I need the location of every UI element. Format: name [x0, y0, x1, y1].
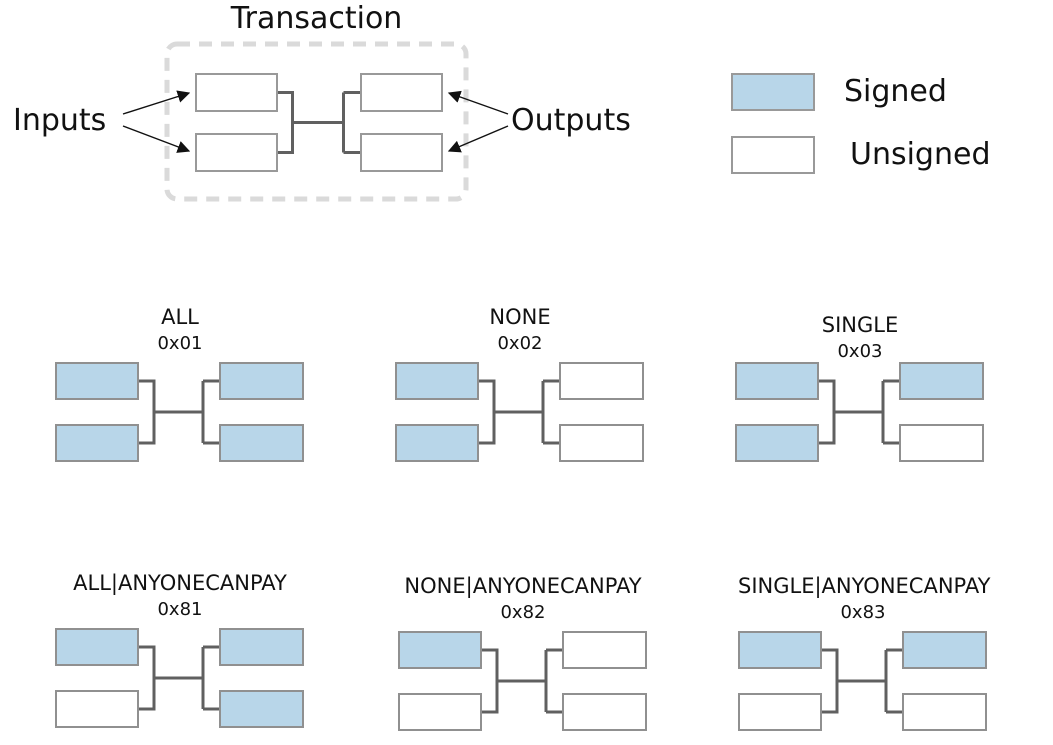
- diagram-title: NONE: [489, 305, 551, 329]
- output-box-bottom: [899, 424, 984, 462]
- diagram-title: ALL|ANYONECANPAY: [73, 571, 287, 595]
- output-box-top: [559, 362, 644, 400]
- diagram-hex-code: 0x82: [500, 602, 546, 623]
- sighash-diagram-all: ALL 0x01: [55, 305, 305, 465]
- input-box-top: [55, 362, 139, 400]
- output-box-bottom: [562, 693, 647, 731]
- sighash-diagram-single: SINGLE 0x03: [735, 305, 985, 465]
- diagram-boxes: [735, 362, 984, 462]
- sighash-diagram-all-anyonecanpay: ALL|ANYONECANPAY 0x81: [55, 571, 305, 731]
- diagram-boxes: [55, 628, 304, 728]
- output-box-bottom: [902, 693, 987, 731]
- connector-lines: [138, 379, 220, 445]
- connector-lines: [818, 379, 900, 445]
- diagram-hex-code: 0x81: [157, 599, 203, 620]
- diagram-title: SINGLE|ANYONECANPAY: [738, 574, 991, 598]
- transaction-title: Transaction: [230, 1, 403, 36]
- legend-item-signed: Signed: [731, 73, 947, 111]
- output-box-bottom: [219, 424, 304, 462]
- connector-lines: [821, 648, 903, 714]
- diagram-header: SINGLE|ANYONECANPAY 0x83: [738, 574, 991, 623]
- input-box-bottom: [398, 693, 482, 731]
- unsigned-swatch: [731, 136, 815, 174]
- diagram-header: NONE|ANYONECANPAY 0x82: [398, 574, 648, 623]
- output-box-top: [219, 362, 304, 400]
- input-box-top: [395, 362, 479, 400]
- diagram-hex-code: 0x03: [837, 341, 883, 362]
- output-box-bottom: [360, 133, 443, 172]
- output-box-top: [562, 631, 647, 669]
- diagram-header: NONE 0x02: [395, 305, 645, 354]
- transaction-boundary-dashed-box: [164, 41, 469, 202]
- input-box-bottom: [55, 424, 139, 462]
- output-box-top: [360, 73, 443, 112]
- inputs-label: Inputs: [13, 103, 107, 138]
- diagram-boxes: [55, 362, 304, 462]
- input-box-bottom: [195, 133, 278, 172]
- input-box-bottom: [55, 690, 139, 728]
- input-box-top: [735, 362, 819, 400]
- diagram-hex-code: 0x01: [157, 333, 203, 354]
- outputs-label: Outputs: [511, 103, 631, 138]
- inputs-arrow-bottom: [122, 125, 191, 153]
- output-box-bottom: [219, 690, 304, 728]
- connector-lines: [481, 648, 563, 714]
- sighash-diagram-none: NONE 0x02: [395, 305, 645, 465]
- diagram-boxes: [738, 631, 987, 731]
- diagram-title: ALL: [161, 305, 199, 329]
- sighash-diagram-single-anyonecanpay: SINGLE|ANYONECANPAY 0x83: [738, 574, 991, 734]
- input-box-bottom: [735, 424, 819, 462]
- diagram-header: ALL 0x01: [55, 305, 305, 354]
- legend-item-unsigned: Unsigned: [731, 136, 991, 174]
- diagram-boxes: [398, 631, 647, 731]
- diagram-title: NONE|ANYONECANPAY: [404, 574, 642, 598]
- output-box-top: [902, 631, 987, 669]
- diagram-header: SINGLE 0x03: [735, 313, 985, 362]
- outputs-arrow-bottom: [447, 125, 509, 153]
- input-box-top: [55, 628, 139, 666]
- signed-swatch: [731, 73, 815, 111]
- output-box-top: [899, 362, 984, 400]
- input-box-bottom: [738, 693, 822, 731]
- diagram-title: SINGLE: [821, 313, 899, 337]
- sighash-diagram-none-anyonecanpay: NONE|ANYONECANPAY 0x82: [398, 574, 648, 734]
- output-box-top: [219, 628, 304, 666]
- diagram-hex-code: 0x02: [497, 333, 543, 354]
- outputs-arrow-top: [447, 90, 509, 115]
- legend-label-unsigned: Unsigned: [850, 137, 991, 172]
- transaction-schematic: [122, 41, 509, 202]
- connector-lines: [138, 645, 220, 711]
- input-box-bottom: [395, 424, 479, 462]
- input-box-top: [195, 73, 278, 112]
- input-box-top: [398, 631, 482, 669]
- diagram-hex-code: 0x83: [840, 602, 886, 623]
- diagram-header: ALL|ANYONECANPAY 0x81: [55, 571, 305, 620]
- output-box-bottom: [559, 424, 644, 462]
- diagram-boxes: [395, 362, 644, 462]
- connector-lines: [277, 91, 361, 154]
- input-box-top: [738, 631, 822, 669]
- legend-label-signed: Signed: [844, 74, 947, 109]
- connector-lines: [478, 379, 560, 445]
- inputs-arrow-top: [122, 90, 191, 115]
